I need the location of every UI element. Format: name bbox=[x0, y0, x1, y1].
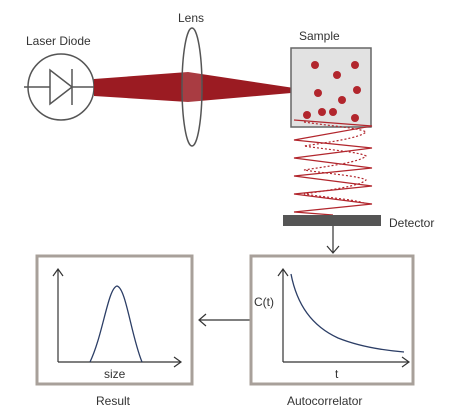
arrow-left-icon bbox=[198, 313, 251, 327]
particle bbox=[351, 114, 359, 122]
sample-particles bbox=[303, 61, 361, 122]
particle bbox=[311, 61, 319, 69]
particle bbox=[303, 111, 311, 119]
result-label: Result bbox=[96, 394, 131, 408]
result-panel bbox=[35, 254, 194, 386]
result-axes bbox=[52, 267, 183, 368]
sample-label: Sample bbox=[299, 29, 340, 43]
particle bbox=[351, 61, 359, 69]
lens-label: Lens bbox=[178, 11, 204, 25]
laser-diode-label: Laser Diode bbox=[26, 34, 91, 48]
autocorrelator-label: Autocorrelator bbox=[287, 394, 362, 408]
size-axis-label: size bbox=[104, 367, 126, 381]
scattered-light-wave bbox=[293, 119, 373, 216]
ct-axis-label: C(t) bbox=[254, 295, 274, 309]
particle bbox=[314, 89, 322, 97]
autocorrelator-axes bbox=[277, 267, 411, 368]
size-distribution-curve bbox=[89, 285, 143, 363]
particle bbox=[329, 108, 337, 116]
laser-diode-icon bbox=[24, 53, 95, 121]
particle bbox=[333, 71, 341, 79]
detector-label: Detector bbox=[389, 216, 434, 230]
particle bbox=[318, 108, 326, 116]
particle bbox=[353, 86, 361, 94]
lens-icon bbox=[181, 27, 203, 147]
arrow-down-icon bbox=[326, 226, 340, 254]
laser-beam bbox=[94, 72, 188, 102]
detector-bar bbox=[283, 215, 381, 226]
focused-beam bbox=[188, 72, 314, 102]
correlation-decay-curve bbox=[290, 273, 405, 353]
t-axis-label: t bbox=[335, 367, 339, 381]
autocorrelator-panel bbox=[249, 254, 415, 386]
particle bbox=[338, 96, 346, 104]
